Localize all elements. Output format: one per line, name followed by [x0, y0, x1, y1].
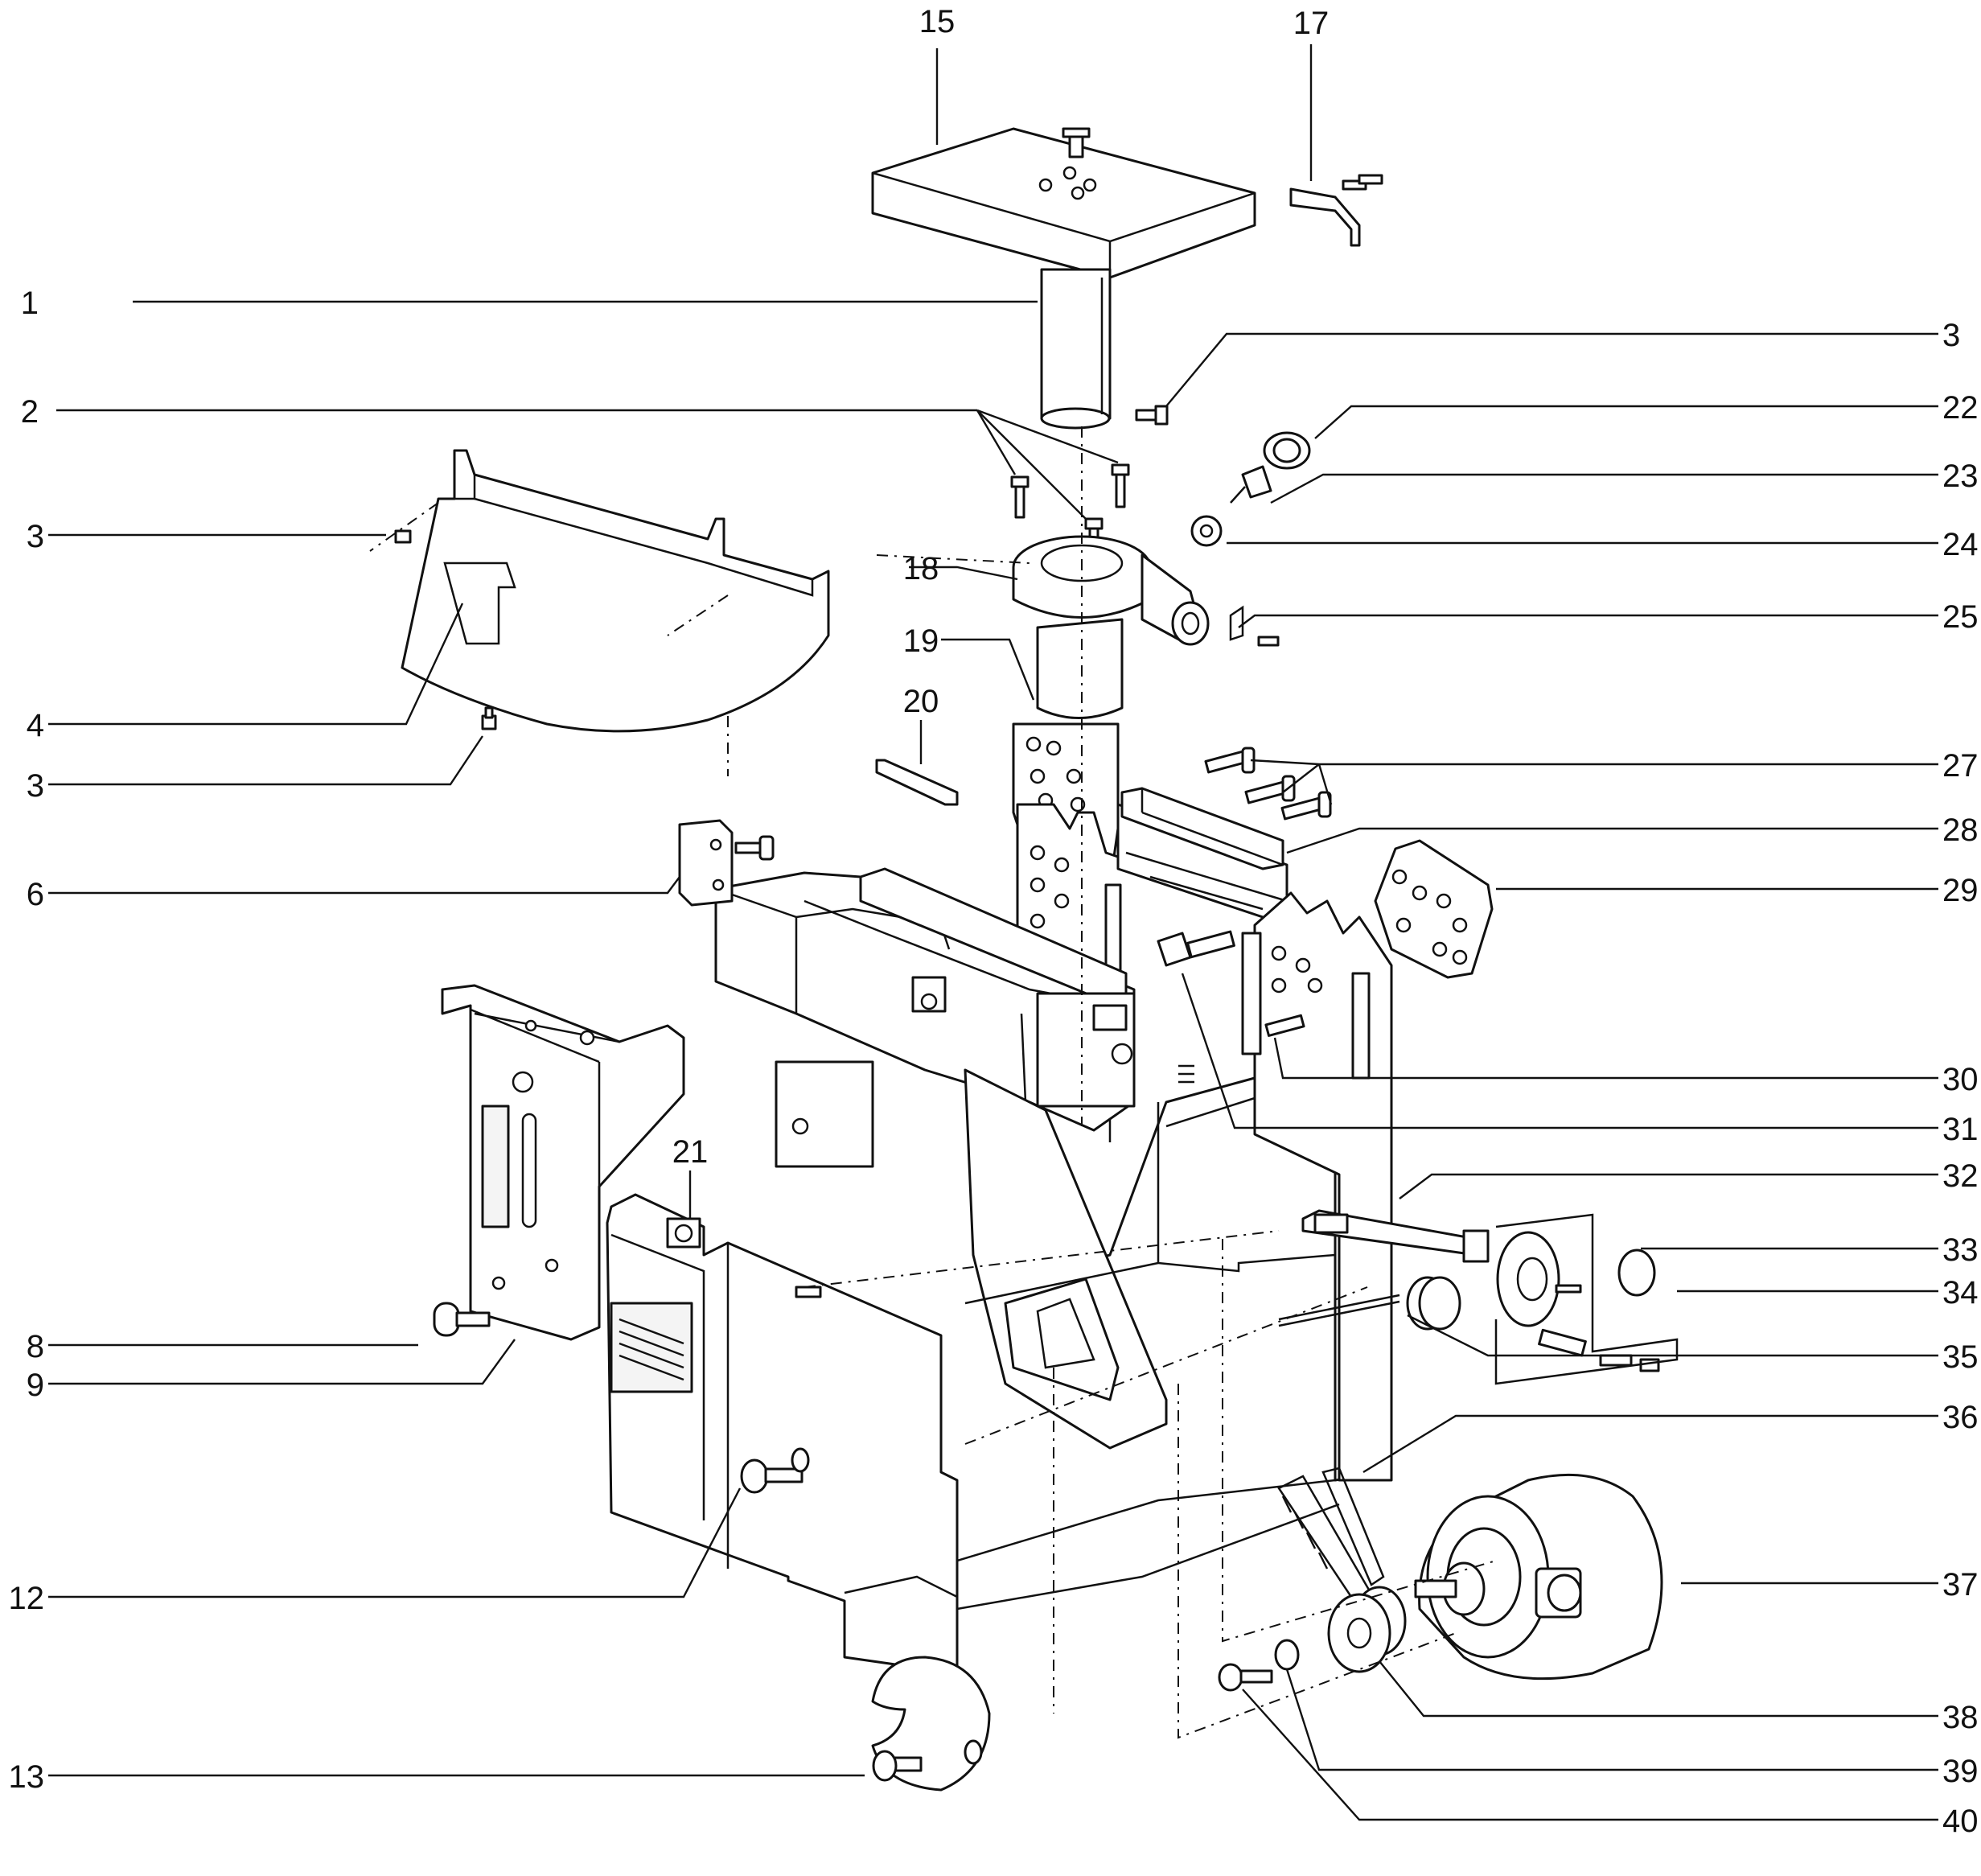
- callout-34: 34: [1942, 1275, 1979, 1310]
- callout-9: 9: [27, 1368, 44, 1403]
- callout-36: 36: [1942, 1400, 1979, 1435]
- callout-1: 1: [21, 286, 39, 321]
- callout-3-guard-bottom: 3: [27, 768, 44, 804]
- callout-39: 39: [1942, 1754, 1979, 1789]
- callout-25: 25: [1942, 599, 1979, 635]
- callout-22: 22: [1942, 390, 1979, 426]
- construction-lines: [803, 426, 1497, 1739]
- callout-38: 38: [1942, 1700, 1979, 1735]
- part-20-strip: [875, 759, 959, 806]
- part-30-31-bolts: [1157, 930, 1305, 1037]
- part-17-bracket: [1289, 174, 1383, 247]
- callout-24: 24: [1942, 527, 1979, 562]
- part-2-bolts: [1010, 463, 1130, 562]
- part-frame-plate-center: [1241, 891, 1393, 1482]
- callout-18: 18: [903, 551, 939, 586]
- callout-3-guard-top: 3: [27, 519, 44, 554]
- callout-20: 20: [903, 684, 939, 719]
- callout-40: 40: [1942, 1804, 1979, 1839]
- callout-29: 29: [1942, 873, 1979, 908]
- part-base-left: [606, 1193, 959, 1675]
- part-15-table-plate: [871, 127, 1256, 279]
- callout-2: 2: [21, 394, 39, 430]
- callout-21: 21: [672, 1134, 709, 1170]
- callout-4: 4: [27, 708, 44, 743]
- parts-32-35-shaft-handwheel: [1278, 1209, 1679, 1385]
- part-bottom-frame: [956, 1479, 1340, 1673]
- part-6-block: [678, 819, 775, 907]
- part-13-disc: [871, 1656, 991, 1792]
- leader-lines: [48, 44, 1938, 1821]
- callout-12: 12: [9, 1581, 45, 1616]
- callout-32: 32: [1942, 1158, 1979, 1194]
- part-1-column: [1040, 268, 1112, 430]
- callout-labels: 1 2 3 4 3 6 8 9 12 13 15 17 18 19 20 21 …: [9, 4, 1979, 1839]
- part-29-plate: [1374, 839, 1494, 979]
- callout-33: 33: [1942, 1232, 1979, 1268]
- part-12-screw-washer: [740, 1447, 810, 1494]
- callout-31: 31: [1942, 1112, 1979, 1147]
- callout-35: 35: [1942, 1339, 1979, 1375]
- parts-36-40-motor-pulley: [1218, 1467, 1663, 1692]
- callout-3-right: 3: [1942, 318, 1960, 353]
- callout-6: 6: [27, 877, 44, 912]
- part-guard-cover: [369, 449, 830, 776]
- part-28-bar: [1120, 787, 1284, 870]
- callout-28: 28: [1942, 813, 1979, 848]
- part-27-screws: [1204, 747, 1332, 821]
- parts-22-25-knob-assembly: [1190, 431, 1311, 647]
- part-3-screw-upper: [1135, 405, 1169, 426]
- callout-37: 37: [1942, 1567, 1979, 1602]
- part-main-carriage: [714, 867, 1194, 1168]
- callout-8: 8: [27, 1329, 44, 1364]
- callout-30: 30: [1942, 1062, 1979, 1097]
- part-9-side-panel: [433, 984, 685, 1341]
- callout-15: 15: [919, 4, 956, 39]
- part-lower-frame: [964, 1068, 1337, 1450]
- part-18-housing: [1012, 535, 1210, 719]
- callout-13: 13: [9, 1759, 45, 1795]
- callout-27: 27: [1942, 748, 1979, 784]
- callout-23: 23: [1942, 459, 1979, 494]
- callout-19: 19: [903, 623, 939, 659]
- callout-17: 17: [1293, 6, 1330, 41]
